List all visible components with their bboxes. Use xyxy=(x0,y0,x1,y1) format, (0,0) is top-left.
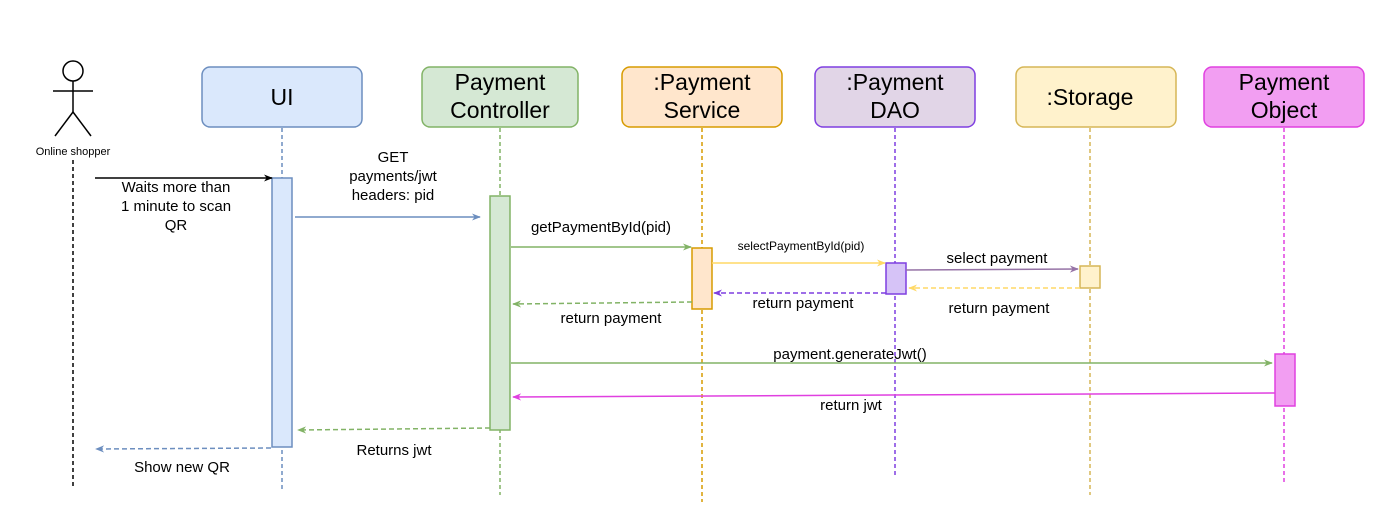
message-arrow xyxy=(905,265,1079,273)
message-label-line: return payment xyxy=(753,295,855,312)
message-label-line: GET xyxy=(378,149,409,166)
message-ret-dao: return payment xyxy=(713,289,886,312)
message-label: return payment xyxy=(949,300,1051,317)
activation-dao xyxy=(885,262,907,295)
actor-head xyxy=(62,60,84,82)
participant-label-line: Payment xyxy=(1239,69,1330,95)
participant-label-ui: UI xyxy=(271,84,294,110)
message-arrow xyxy=(512,392,1276,401)
message-label: return payment xyxy=(753,295,855,312)
activation-storage xyxy=(1079,265,1101,289)
participant-label-line: Controller xyxy=(450,97,550,123)
message-generate: payment.generateJwt() xyxy=(511,346,1273,367)
participant-label-line: :Payment xyxy=(653,69,751,95)
participant-label-line: :Storage xyxy=(1047,84,1134,110)
message-label-line: return payment xyxy=(561,310,663,327)
activation-service xyxy=(691,247,713,310)
participant-label-line: Payment xyxy=(455,69,546,95)
message-label: select payment xyxy=(947,250,1049,267)
message-getById: getPaymentById(pid) xyxy=(511,219,692,251)
message-ret-storage: return payment xyxy=(908,284,1080,317)
message-get: GET payments/jwt headers: pid xyxy=(295,149,481,221)
message-selectById: selectPaymentById(pid) xyxy=(712,239,886,267)
message-label-line: headers: pid xyxy=(352,187,435,204)
message-show: Show new QR xyxy=(95,445,272,476)
message-label: GET payments/jwt headers: pid xyxy=(349,149,437,204)
message-label-line: payments/jwt xyxy=(349,168,437,185)
message-label-line: payment.generateJwt() xyxy=(773,346,926,363)
message-label-line: Waits more than xyxy=(122,179,231,196)
participant-label-line: DAO xyxy=(870,97,920,123)
message-label-line: select payment xyxy=(947,250,1049,267)
participant-label-line: :Payment xyxy=(846,69,944,95)
message-label-line: return jwt xyxy=(820,397,883,414)
activation-ui xyxy=(271,177,293,448)
activation-controller xyxy=(489,195,511,431)
participant-label-line: Object xyxy=(1251,97,1318,123)
message-arrow xyxy=(95,445,272,453)
participant-box-storage xyxy=(1015,66,1177,128)
participant-label-line: Service xyxy=(664,97,741,123)
participant-ui: UI xyxy=(201,66,363,490)
participant-box-controller xyxy=(421,66,579,128)
message-label-line: return payment xyxy=(949,300,1051,317)
participant-box-ui xyxy=(201,66,363,128)
message-select: select payment xyxy=(905,250,1079,273)
message-label: getPaymentById(pid) xyxy=(531,219,671,236)
message-label-line: Show new QR xyxy=(134,459,230,476)
message-arrow xyxy=(297,426,491,434)
actor-leg-left xyxy=(54,111,74,137)
message-label: payment.generateJwt() xyxy=(773,346,926,363)
message-returns: Returns jwt xyxy=(297,426,491,459)
actor-label: Online shopper xyxy=(36,146,111,158)
message-label-line: 1 minute to scan xyxy=(121,198,231,215)
message-label-line: QR xyxy=(165,217,188,234)
participant-label-storage: :Storage xyxy=(1047,84,1134,110)
participant-box-service xyxy=(621,66,783,128)
activation-object xyxy=(1274,353,1296,407)
message-retjwt: return jwt xyxy=(512,392,1276,414)
actor-leg-right xyxy=(72,111,92,137)
message-arrow xyxy=(512,300,693,308)
message-label: selectPaymentById(pid) xyxy=(738,239,865,253)
participant-box-object xyxy=(1203,66,1365,128)
message-label-line: getPaymentById(pid) xyxy=(531,219,671,236)
participant-box-dao xyxy=(814,66,976,128)
online-shopper-actor: Online shopper xyxy=(36,60,111,488)
participant-storage: :Storage xyxy=(1015,66,1177,495)
message-label: Show new QR xyxy=(134,459,230,476)
participant-label-line: UI xyxy=(271,84,294,110)
message-label: return payment xyxy=(561,310,663,327)
message-label-line: Returns jwt xyxy=(356,442,432,459)
message-ret-service: return payment xyxy=(512,300,693,327)
message-label: return jwt xyxy=(820,397,883,414)
message-label-line: selectPaymentById(pid) xyxy=(738,239,865,253)
message-label: Returns jwt xyxy=(356,442,432,459)
